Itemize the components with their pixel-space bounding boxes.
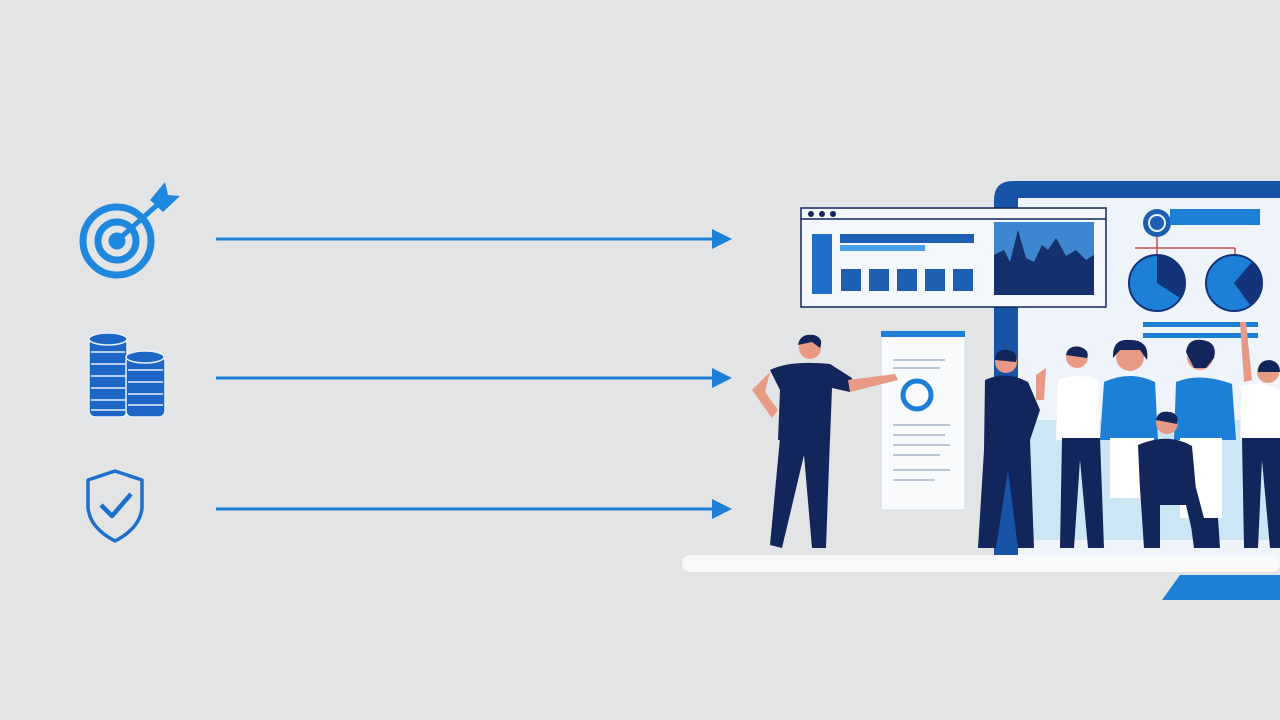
person-team-member [978,349,1046,548]
floor-accent [1162,575,1280,600]
pie-chart [1128,254,1186,312]
area-chart [994,222,1094,295]
arrow-head-3 [712,499,732,519]
target-icon [79,182,180,279]
floor-platform [682,555,1280,572]
arrow-head-1 [712,229,732,249]
person-seated [1138,411,1212,548]
person-presenter [752,334,898,548]
logo-emblem [1143,209,1171,237]
person-team-member [1240,322,1280,548]
person-team-member [1056,346,1104,548]
shield-check-icon [86,469,144,543]
dashboard-window [800,207,1107,308]
pie-chart [1205,254,1263,312]
coins-icon [88,332,166,418]
arrow-head-2 [712,368,732,388]
bar-chart [841,269,973,291]
report-document [880,330,966,511]
person-team-member [1100,339,1158,498]
